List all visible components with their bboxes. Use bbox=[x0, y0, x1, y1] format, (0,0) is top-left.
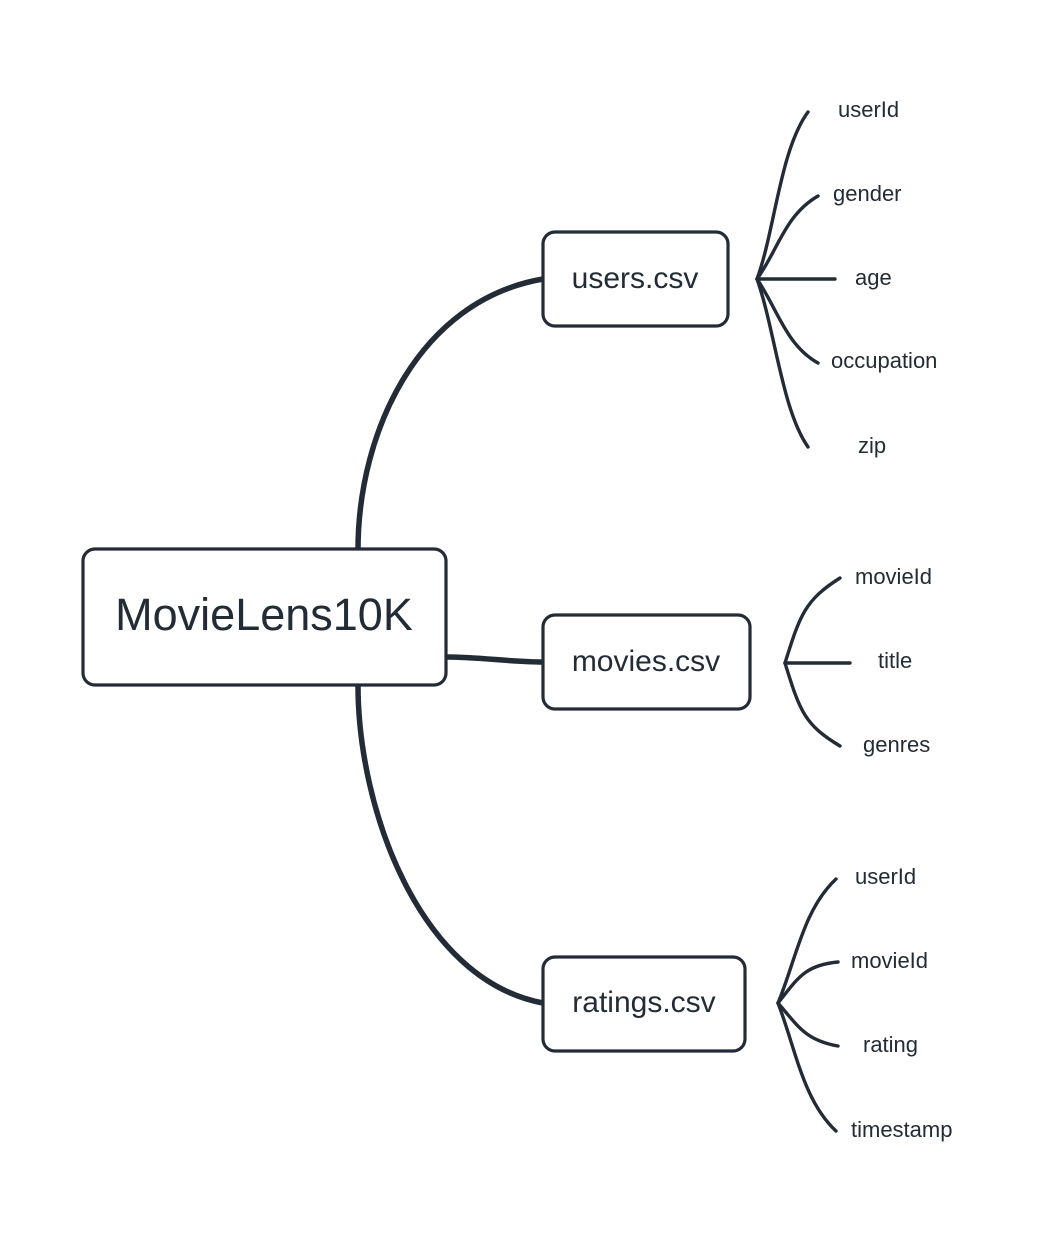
node-ratings-csv[interactable]: ratings.csv bbox=[541, 955, 747, 1053]
node-root-label: MovieLens10K bbox=[115, 589, 413, 640]
edge-ratings-csv-to-timestamp bbox=[776, 1001, 838, 1133]
leaf-ratings-csv-timestamp: timestamp bbox=[851, 1117, 952, 1142]
node-ratings-csv-label: ratings.csv bbox=[572, 986, 715, 1019]
edge-ratings-csv-to-rating bbox=[776, 1001, 840, 1048]
node-movies-csv-box[interactable] bbox=[541, 613, 752, 711]
leaf-movies-csv-movieid: movieId bbox=[855, 564, 932, 589]
edge-root-to-movies-csv bbox=[443, 654, 546, 665]
leaf-ratings-csv-rating: rating bbox=[863, 1032, 918, 1057]
edge-users-csv-to-occupation bbox=[755, 277, 820, 365]
node-root-box[interactable] bbox=[81, 547, 448, 687]
edge-ratings-csv-to-userid bbox=[776, 877, 838, 1005]
node-ratings-csv-box[interactable] bbox=[541, 955, 747, 1053]
edge-users-csv-to-gender bbox=[755, 194, 820, 281]
edge-users-csv-to-userid bbox=[755, 110, 810, 281]
leaf-users-csv-age: age bbox=[855, 265, 892, 290]
edge-root-to-ratings-csv bbox=[355, 682, 546, 1006]
edge-users-csv-to-zip bbox=[755, 277, 810, 449]
leaf-users-csv-occupation: occupation bbox=[831, 348, 937, 373]
node-users-csv-box[interactable] bbox=[541, 230, 730, 328]
leaf-movies-csv-title: title bbox=[878, 648, 912, 673]
leaf-movies-csv-genres: genres bbox=[863, 732, 930, 757]
edge-root-to-users-csv bbox=[355, 276, 546, 553]
node-root[interactable]: MovieLens10K bbox=[81, 547, 448, 687]
leaf-users-csv-zip: zip bbox=[858, 433, 886, 458]
node-movies-csv-label: movies.csv bbox=[572, 645, 720, 678]
leaf-ratings-csv-userid: userId bbox=[855, 864, 916, 889]
node-movies-csv[interactable]: movies.csv bbox=[541, 613, 752, 711]
edge-ratings-csv-to-movieid bbox=[776, 960, 840, 1005]
leaf-ratings-csv-movieid: movieId bbox=[851, 948, 928, 973]
edges-layer bbox=[355, 110, 852, 1133]
node-users-csv-label: users.csv bbox=[572, 262, 699, 295]
leaf-users-csv-userid: userId bbox=[838, 97, 899, 122]
leaves-layer: userId gender age occupation zip movieId title… bbox=[831, 97, 952, 1142]
leaf-users-csv-gender: gender bbox=[833, 181, 902, 206]
edge-movies-csv-to-genres bbox=[783, 661, 842, 748]
node-users-csv[interactable]: users.csv bbox=[541, 230, 730, 328]
edge-movies-csv-to-movieid bbox=[783, 576, 842, 665]
nodes-layer: MovieLens10K users.csv movies.csv ratings.c… bbox=[81, 230, 752, 1053]
